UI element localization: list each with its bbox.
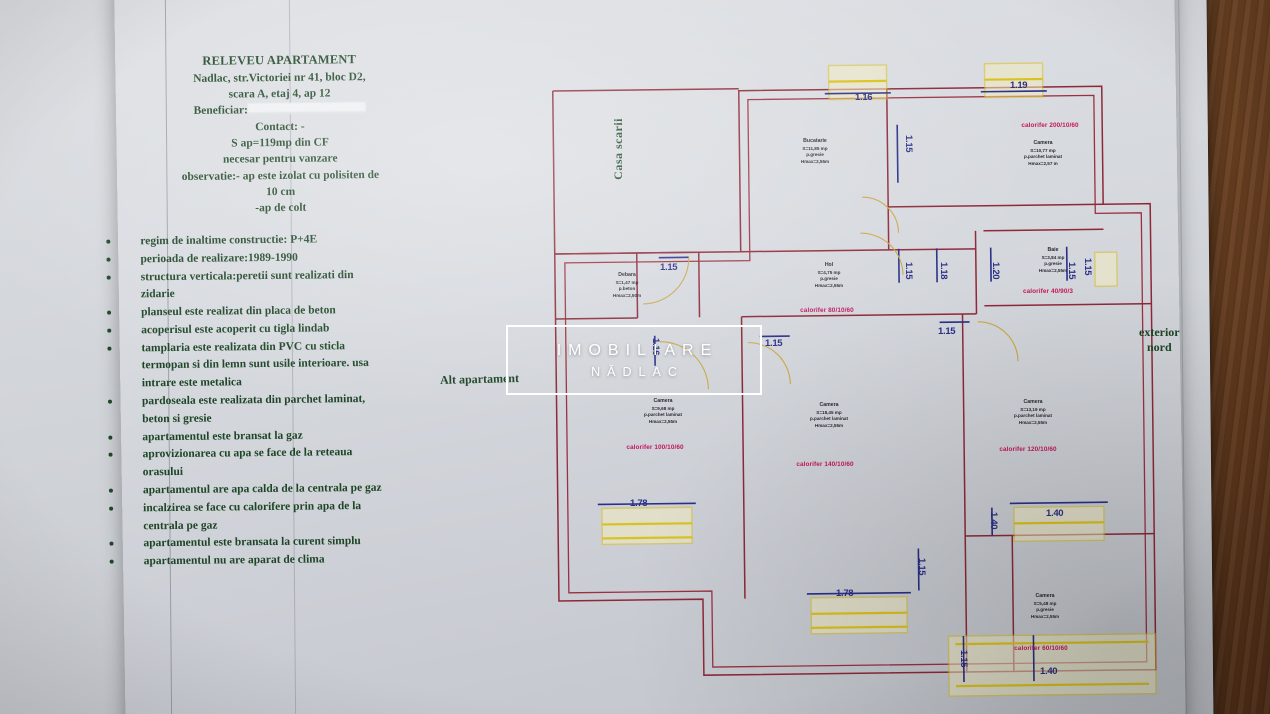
room-name: Camera — [1023, 399, 1043, 405]
radiator-label-baie: calorifer 40/90/3 — [1022, 288, 1074, 295]
dimension-label: 1.15 — [916, 558, 927, 576]
label-nord: nord — [1146, 340, 1172, 354]
dimension-label: 1.40 — [1046, 508, 1064, 519]
watermark-line-1: IMOBILIARE — [556, 341, 719, 359]
room-floor: p.parchet laminat — [809, 416, 849, 422]
radiator-label-camera-vest: calorifer 100/10/60 — [626, 444, 684, 451]
radiator-label-camera-nord: calorifer 200/10/60 — [1021, 122, 1079, 129]
dimension-label: 1.15 — [660, 262, 678, 273]
room-area: S=3,84 mp — [1041, 254, 1065, 260]
watermark-line-2: NĂDLAC — [591, 364, 684, 379]
room-height: Hmax=2,55m — [814, 282, 844, 288]
room-area: S=1,47 mp — [615, 279, 639, 285]
room-area: S=5,48 mp — [1033, 600, 1057, 606]
room-floor: p.gresie — [1044, 261, 1062, 267]
dimension-label: 1.78 — [630, 498, 648, 509]
label-casa-scarii: Casa scarii — [611, 118, 625, 180]
dimension-label: 1.15 — [903, 135, 914, 153]
dimension-label: 1.15 — [938, 326, 956, 337]
room-height: Hmax=2,57 m — [1028, 160, 1058, 166]
dimension-label: 1.15 — [1082, 258, 1093, 276]
room-floor: p.parchet laminat — [1013, 413, 1053, 419]
dimension-label: 1.15 — [958, 650, 969, 668]
dimension-label: 1.18 — [938, 262, 949, 280]
room-name: Bucatarie — [803, 138, 827, 144]
room-name: Hol — [824, 262, 834, 268]
room-area: S=9,68 mp — [651, 405, 675, 411]
room-name: Camera — [1035, 593, 1055, 599]
radiator-label-hol: calorifer 80/10/60 — [800, 307, 854, 314]
room-area: S=18,45 mp — [816, 409, 842, 415]
room-height: Hmax=2,55m — [1030, 613, 1060, 619]
room-area: S=10,77 mp — [1030, 147, 1056, 153]
room-floor: p.beton — [618, 286, 636, 292]
dimension-label: 1.15 — [1066, 262, 1077, 280]
room-floor: p.parchet laminat — [1023, 154, 1063, 160]
room-height: Hmax=2,50m — [612, 292, 642, 298]
watermark-imobiliare-nadlac: IMOBILIARE NĂDLAC — [506, 325, 762, 395]
room-name: Baie — [1047, 247, 1059, 253]
label-exterior-nord: exterior nord — [1139, 325, 1180, 355]
room-height: Hmax=2,55m — [648, 418, 678, 424]
room-floor: p.parchet laminat — [643, 412, 683, 418]
room-area: S=11,85 mp — [802, 145, 828, 151]
room-floor: p.gresie — [820, 276, 838, 282]
radiator-label-camera-sud: calorifer 60/10/60 — [1014, 645, 1068, 652]
room-name: Camera — [1033, 140, 1053, 146]
room-area: S=4,75 mp — [817, 269, 841, 275]
room-floor: p.gresie — [1036, 607, 1054, 613]
room-name: Camera — [653, 398, 673, 404]
room-name: Camera — [819, 402, 839, 408]
dimension-label: 1.20 — [990, 262, 1001, 280]
dimension-label: 1.16 — [650, 338, 661, 356]
room-floor: p.gresie — [806, 152, 824, 158]
room-height: Hmax=2,55m — [814, 422, 844, 428]
radiator-label-camera-centru: calorifer 140/10/60 — [796, 461, 854, 468]
dimension-label: 1.16 — [855, 92, 873, 103]
dimension-label: 1.15 — [765, 338, 783, 349]
radiator-label-camera-est: calorifer 120/10/60 — [999, 446, 1057, 453]
room-height: Hmax=2,55m — [1018, 419, 1048, 425]
room-area: S=13,19 mp — [1020, 406, 1046, 412]
room-height: Hmax=2,55m — [1038, 267, 1068, 273]
dimension-label: 1.15 — [903, 262, 914, 280]
dimension-label: 1.19 — [1010, 80, 1028, 91]
label-exterior: exterior — [1139, 325, 1180, 339]
room-height: Hmax=2,55m — [800, 158, 830, 164]
dimension-label: 1.40 — [1040, 666, 1058, 677]
room-name: Debara — [618, 272, 636, 278]
dimension-label: 1.78 — [836, 588, 854, 599]
dimension-label: 1.40 — [988, 512, 999, 530]
